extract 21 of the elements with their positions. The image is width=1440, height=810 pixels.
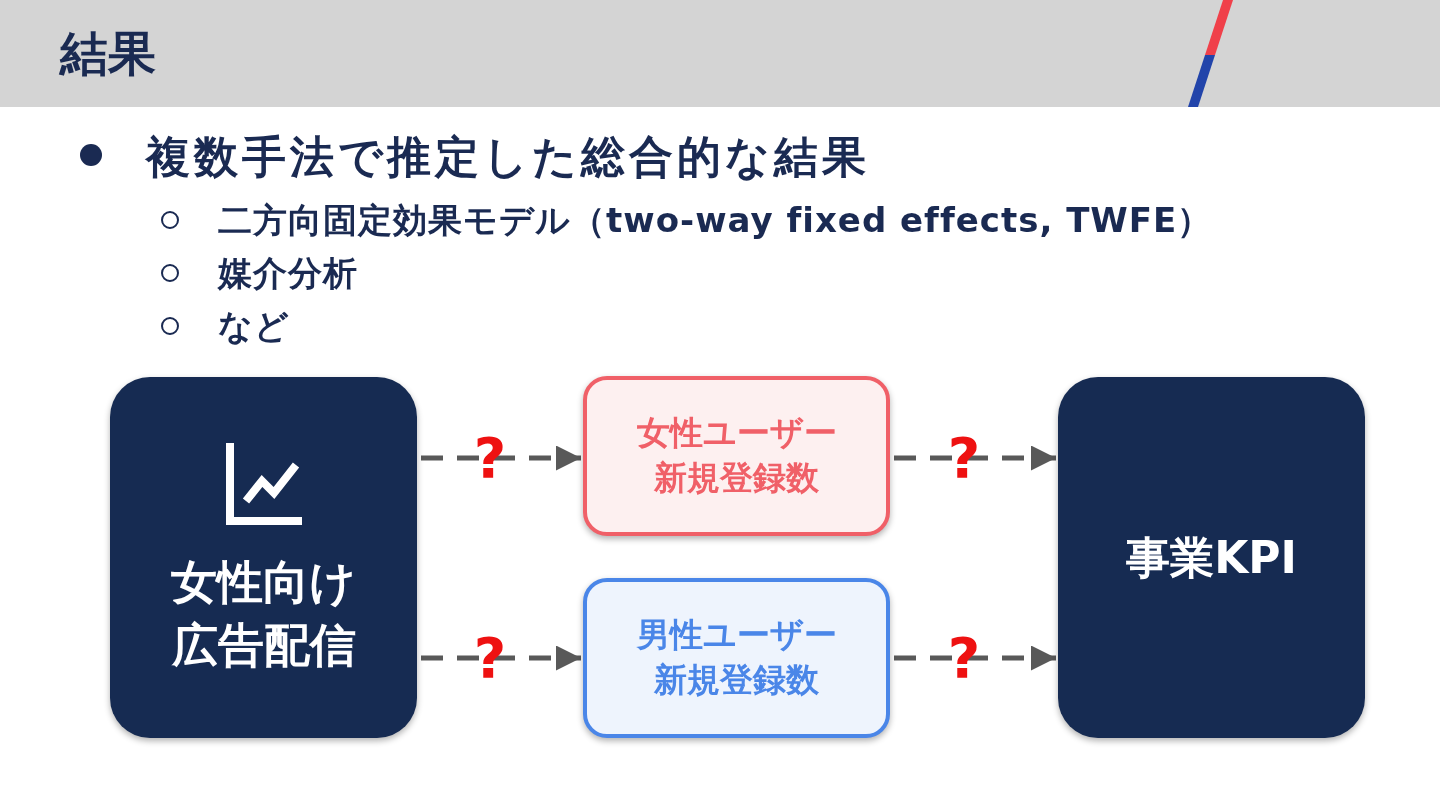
node-label: 女性ユーザー新規登録数 <box>635 412 838 499</box>
edge-label: ? <box>473 630 507 686</box>
bullet-text: 複数手法で推定した総合的な結果 <box>146 130 870 184</box>
process-box <box>583 578 890 738</box>
process-box <box>583 376 890 536</box>
node-label: 女性向け広告配信 <box>170 554 357 674</box>
node-label: 男性ユーザー新規登録数 <box>635 614 838 701</box>
slide-title: 結果 <box>60 24 156 83</box>
process-box <box>1058 377 1365 738</box>
bullet-text: など <box>218 305 290 348</box>
edge-label: ? <box>473 430 507 486</box>
edge-label: ? <box>947 630 981 686</box>
dashed-arrow <box>421 445 581 471</box>
dashed-arrow <box>421 645 581 671</box>
node-label: 事業KPI <box>1125 530 1298 585</box>
bullet-text: 媒介分析 <box>218 252 358 295</box>
dashed-arrow <box>894 645 1056 671</box>
dashed-arrow <box>894 445 1056 471</box>
edge-label: ? <box>947 430 981 486</box>
bullet-text: 二方向固定効果モデル（two-way fixed effects, TWFE） <box>218 199 1213 242</box>
process-box <box>110 377 417 738</box>
